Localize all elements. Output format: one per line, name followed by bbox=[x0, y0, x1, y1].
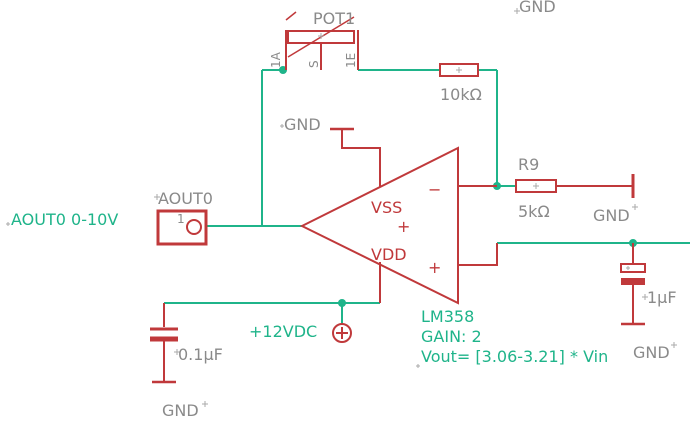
capacitor-0-1uf-value: 0.1µF bbox=[178, 345, 223, 364]
opamp-vdd-label: VDD bbox=[371, 245, 407, 264]
resistor-10k-value: 10kΩ bbox=[440, 85, 482, 104]
aout0-net-label: AOUT0 0-10V bbox=[11, 210, 118, 229]
resistor-r9-value: 5kΩ bbox=[518, 202, 550, 221]
resistor-r9[interactable]: R9 5kΩ GND bbox=[515, 155, 635, 225]
opamp-vout-label: Vout= [3.06-3.21] * Vin bbox=[421, 347, 608, 366]
supply-12vdc[interactable]: +12VDC bbox=[249, 322, 352, 343]
opamp-part-label: LM358 bbox=[421, 307, 474, 326]
pot-pin-a-label: 1A bbox=[269, 51, 283, 68]
connector-aout0[interactable]: AOUT0 1 bbox=[154, 189, 213, 246]
connector-aout0-pin: 1 bbox=[177, 212, 185, 226]
opamp-vss-label: VSS bbox=[371, 198, 402, 217]
pot-pin-e-label: 1E bbox=[344, 53, 358, 68]
gnd-label-r9: GND bbox=[593, 206, 630, 225]
gnd-label-vss: GND bbox=[284, 115, 321, 134]
supply-12vdc-label: +12VDC bbox=[249, 322, 317, 341]
resistor-r9-name: R9 bbox=[518, 155, 539, 174]
capacitor-1uf-value: 1µF bbox=[647, 288, 677, 307]
resistor-10k[interactable]: 10kΩ bbox=[439, 63, 482, 104]
capacitor-0-1uf[interactable]: 0.1µF GND bbox=[150, 303, 223, 420]
opamp-center-mark: + bbox=[397, 217, 410, 236]
capacitor-1uf[interactable]: 1µF GND bbox=[620, 243, 677, 362]
junction-dots bbox=[279, 66, 637, 307]
potentiometer-pot1[interactable]: POT1 1A S 1E bbox=[269, 9, 359, 70]
gnd-label-cap-right: GND bbox=[633, 343, 670, 362]
pot-pin-s-label: S bbox=[307, 60, 321, 68]
opamp-minus-sign: − bbox=[428, 180, 441, 199]
opamp-lm358[interactable]: VSS VDD + − + bbox=[299, 127, 498, 305]
gnd-label-top-right: GND bbox=[519, 0, 556, 16]
opamp-gain-label: GAIN: 2 bbox=[421, 327, 482, 346]
pot-name-label: POT1 bbox=[313, 9, 355, 28]
connector-aout0-name: AOUT0 bbox=[158, 189, 213, 208]
gnd-label-cap-left: GND bbox=[162, 401, 199, 420]
opamp-plus-sign: + bbox=[428, 258, 441, 277]
